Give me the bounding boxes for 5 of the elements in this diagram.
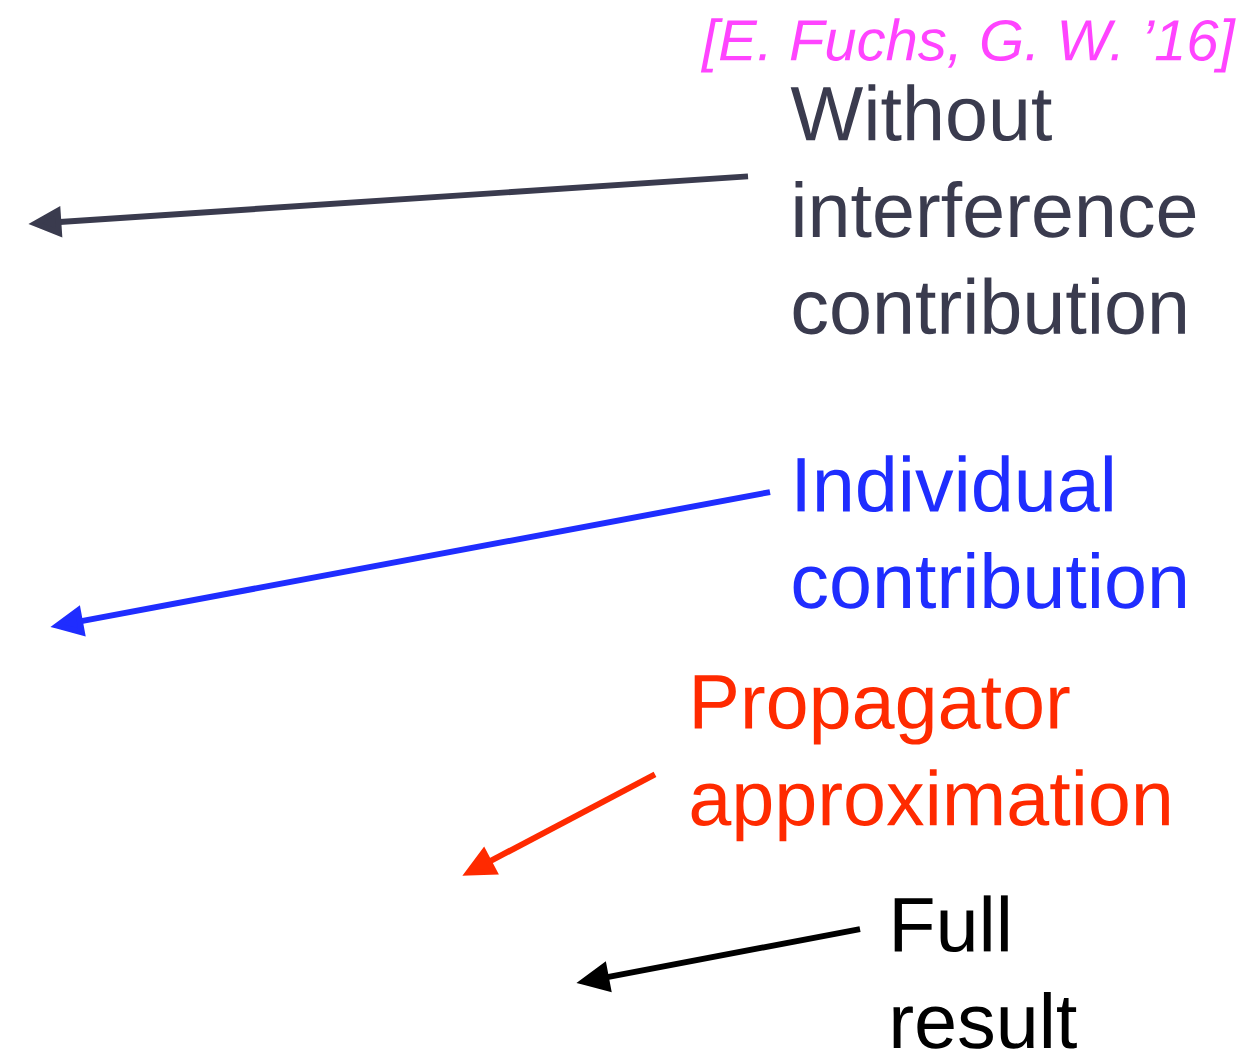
citation: [E. Fuchs, G. W. ’16] [700,18,1236,73]
text-label: Without interference contribution [790,84,1196,335]
text-label: Propagator approximation [691,675,1169,842]
text-label: Full result [893,895,1077,1049]
text-label: Individual contribution [793,455,1185,609]
